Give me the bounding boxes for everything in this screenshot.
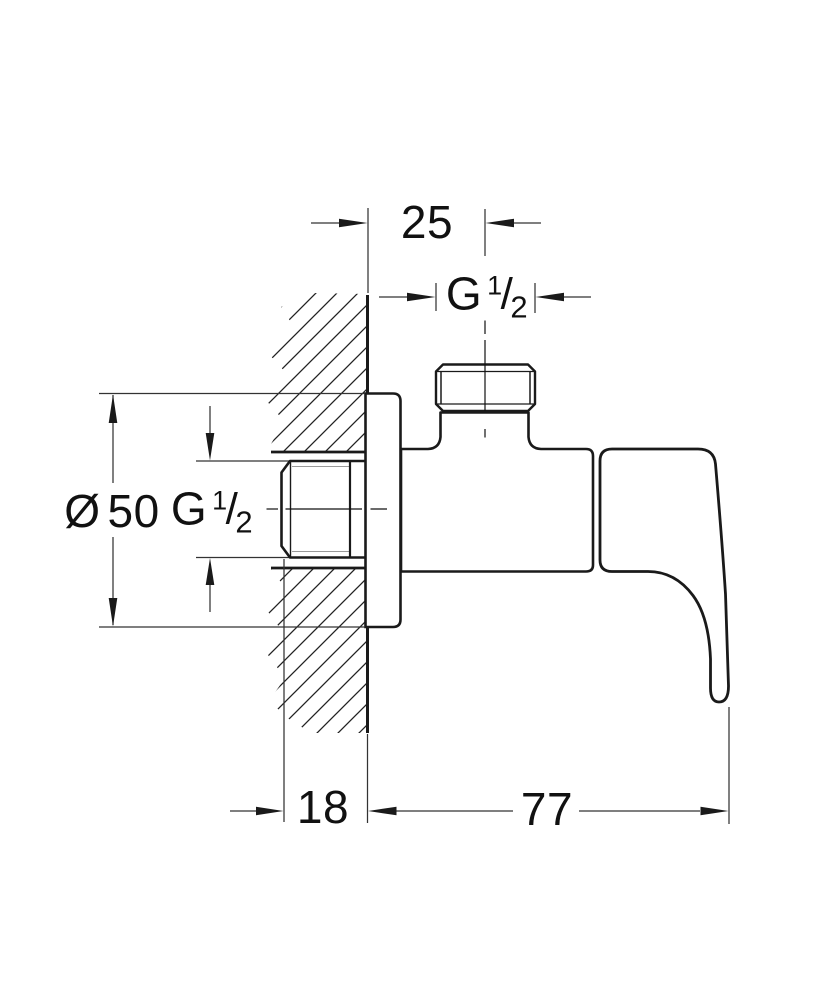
arrow-right-icon <box>256 806 284 816</box>
arrow-left-icon <box>485 218 514 228</box>
thread-slash: / <box>225 484 239 534</box>
dim-g12-side <box>205 406 215 612</box>
dim-label-18: 18 <box>296 781 350 833</box>
dim-g12-top <box>379 283 591 313</box>
thread-numerator: 1 <box>212 485 228 516</box>
arrow-left-icon <box>368 806 397 816</box>
arrow-up-icon <box>108 394 118 423</box>
thread-numerator: 1 <box>487 270 503 301</box>
dim-18-depth <box>230 559 369 823</box>
arrow-up-icon <box>205 558 215 585</box>
thread-denominator: 2 <box>235 504 254 540</box>
arrow-down-icon <box>108 598 118 627</box>
dim-25-offset <box>311 208 541 293</box>
diameter-symbol-icon: Ø <box>64 485 101 537</box>
dim-dia-50 <box>99 392 365 628</box>
arrow-left-icon <box>535 292 564 302</box>
arrow-right-icon <box>700 806 729 816</box>
dim-label-77: 77 <box>520 783 574 835</box>
thread-denominator: 2 <box>510 289 529 325</box>
thread-letter: G <box>445 267 483 320</box>
escutcheon-plate <box>364 392 402 629</box>
valve-handle <box>598 447 730 704</box>
thread-slash: / <box>500 269 514 319</box>
thread-letter: G <box>170 482 208 535</box>
dim-77-projection <box>368 707 730 824</box>
dim-label-25: 25 <box>400 196 454 248</box>
diameter-value: 50 <box>107 485 160 537</box>
valve-body <box>399 411 595 573</box>
arrow-right-icon <box>407 292 436 302</box>
arrow-down-icon <box>205 433 215 461</box>
arrow-right-icon <box>339 218 368 228</box>
